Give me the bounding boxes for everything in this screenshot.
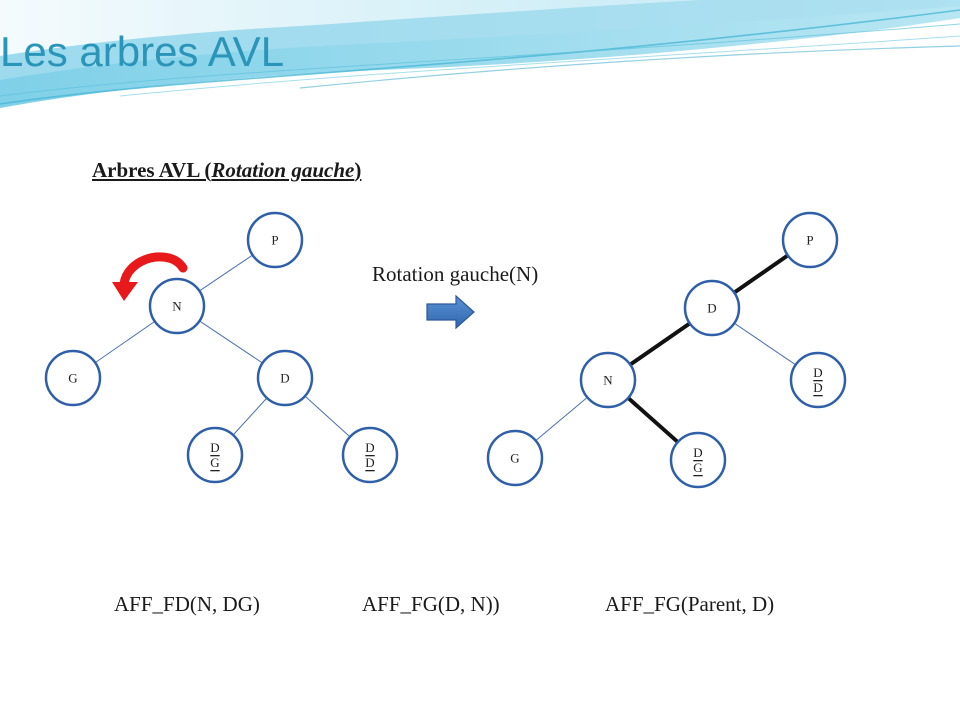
section-heading-prefix: Arbres AVL (: [92, 158, 212, 182]
node-circle: [44, 349, 102, 407]
node-label: D: [280, 371, 289, 386]
node-circle: [683, 279, 741, 337]
node-circle: [781, 211, 839, 269]
section-heading-emphasis: Rotation gauche: [211, 158, 355, 182]
node-label: D: [813, 380, 822, 395]
node-label: N: [603, 373, 613, 388]
edge-n-g: [535, 396, 588, 442]
function-call-1: AFF_FD(N, DG): [114, 592, 260, 616]
section-heading: Arbres AVL (Rotation gauche): [92, 158, 361, 183]
tree-node-p: P: [246, 211, 304, 269]
node-circle: [341, 426, 399, 484]
edge-d-dg: [232, 397, 268, 436]
tree-node-d: D: [256, 349, 314, 407]
page-title: Les arbres AVL: [0, 28, 285, 75]
node-label: G: [210, 455, 219, 470]
edge-n-d: [199, 320, 263, 364]
node-label: P: [806, 233, 813, 248]
function-call-2: AFF_FG(D, N)): [362, 592, 500, 616]
tree-node-dd: DD: [789, 351, 847, 409]
edge-d-n: [629, 321, 691, 367]
tree-node-n: N: [148, 277, 206, 335]
tree-node-p: P: [781, 211, 839, 269]
node-label: D: [813, 365, 822, 380]
edge-n-dg: [626, 396, 680, 444]
node-label: D: [365, 455, 374, 470]
node-label: D: [693, 445, 702, 460]
tree-node-dg: DG: [186, 426, 244, 484]
node-label: G: [68, 371, 77, 386]
edge-n-g: [94, 320, 156, 364]
node-label: G: [693, 460, 702, 475]
tree-node-dd: DD: [341, 426, 399, 484]
tree-node-d: D: [683, 279, 741, 337]
node-circle: [148, 277, 206, 335]
edge-d-dd: [734, 322, 796, 366]
rotation-label: Rotation gauche(N): [372, 262, 539, 286]
node-circle: [789, 351, 847, 409]
node-circle: [256, 349, 314, 407]
edge-d-dd: [304, 395, 351, 438]
section-heading-suffix: ): [354, 158, 362, 182]
node-label: G: [510, 451, 519, 466]
node-circle: [186, 426, 244, 484]
node-label: D: [210, 440, 219, 455]
tree-node-n: N: [579, 351, 637, 409]
tree-node-g: G: [486, 429, 544, 487]
node-circle: [579, 351, 637, 409]
edge-p-d: [733, 253, 789, 295]
tree-node-dg: DG: [669, 431, 727, 489]
node-circle: [246, 211, 304, 269]
function-call-3: AFF_FG(Parent, D): [605, 592, 775, 616]
node-label: P: [271, 233, 278, 248]
edge-p-n: [199, 254, 253, 292]
tree-node-g: G: [44, 349, 102, 407]
node-label: D: [365, 440, 374, 455]
node-circle: [486, 429, 544, 487]
node-label: D: [707, 301, 716, 316]
node-circle: [669, 431, 727, 489]
node-label: N: [172, 299, 182, 314]
